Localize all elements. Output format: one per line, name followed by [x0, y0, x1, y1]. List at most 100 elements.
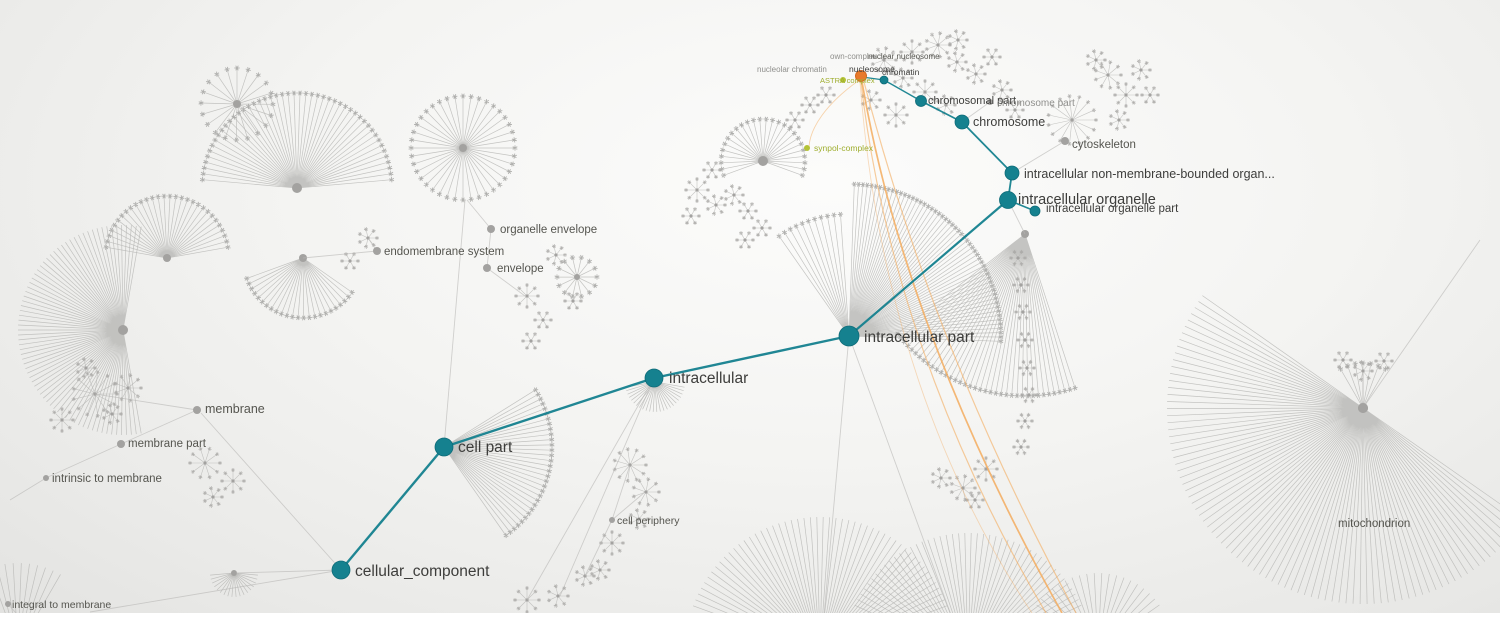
leaf-burst [1005, 101, 1025, 119]
organelle-envelope-node[interactable] [487, 225, 495, 233]
label-cell-part[interactable]: cell part [458, 439, 513, 456]
leaf-burst [870, 46, 898, 74]
cytoskeleton-node[interactable] [1061, 137, 1069, 145]
gray-edge [611, 491, 646, 521]
chromosome-part-node[interactable] [987, 99, 993, 105]
integral-to-membrane-node[interactable] [5, 601, 11, 607]
selected-path-edge [961, 121, 1013, 174]
label-cellular-component[interactable]: cellular_component [355, 563, 490, 580]
label-organelle-envelope[interactable]: organelle envelope [500, 224, 597, 236]
label-chromosomal-part[interactable]: chromosomal part [928, 95, 1016, 107]
leaf-burst [973, 456, 999, 482]
chromosome-node[interactable] [954, 114, 970, 130]
leaf-burst [513, 586, 541, 614]
label-intracellular-organelle[interactable]: intracellular organelle [1018, 192, 1156, 208]
envelope-node[interactable] [483, 264, 491, 272]
leaf-burst [1018, 359, 1036, 377]
highlighted-orange-edge [859, 81, 1033, 614]
disc-topcenter-hub[interactable] [459, 144, 467, 152]
gray-edge [1362, 239, 1481, 409]
intracellular-node[interactable] [644, 368, 664, 388]
intrinsic-to-membrane-node[interactable] [43, 475, 49, 481]
leaf-burst [735, 231, 755, 249]
leaf-burst [883, 102, 909, 128]
membrane-node[interactable] [193, 406, 201, 414]
label-membrane[interactable]: membrane [205, 402, 265, 416]
fan-upleft-large [199, 90, 395, 193]
nucleosome-node[interactable] [855, 70, 867, 82]
label-endomembrane-system[interactable]: endomembrane system [384, 246, 504, 258]
label-intracellular-part[interactable]: intracellular part [864, 329, 975, 346]
highlighted-orange-edge [863, 81, 1077, 614]
leaf-burst [1012, 438, 1030, 456]
label-mitochondrion[interactable]: mitochondrion [1338, 518, 1410, 530]
fan-mid-down [244, 254, 355, 321]
leaf-burst [1016, 412, 1034, 430]
halfdisc-bottomleft-hub[interactable] [231, 570, 237, 576]
label-chromosome[interactable]: chromosome [973, 115, 1045, 129]
disc-bottom-2 [854, 532, 1082, 618]
leaf-burst [113, 373, 143, 403]
fan-cellpart [443, 387, 555, 539]
leaf-burst [860, 89, 882, 111]
leaf-burst [628, 508, 650, 530]
burst-575-hub[interactable] [574, 274, 580, 280]
membrane-part-node[interactable] [117, 440, 125, 448]
label-nuclear-nucleosome[interactable]: nuclear nucleosome [868, 52, 940, 61]
chromosomal-part-node[interactable] [915, 95, 927, 107]
label-chromosome-part[interactable]: chromosome part [997, 98, 1075, 109]
gray-edge [7, 603, 22, 618]
leaf-burst [681, 207, 701, 225]
teal-node-layer [331, 75, 1041, 580]
intracellular-part-node[interactable] [838, 325, 860, 347]
label-synpol-complex[interactable]: synpol-complex [814, 143, 874, 153]
leaf-burst [1009, 249, 1027, 267]
leaf-burst [705, 194, 727, 216]
endomembrane-system-node[interactable] [373, 247, 381, 255]
leaf-burst [589, 559, 611, 581]
gray-edge [302, 250, 378, 259]
leaf-burst [1016, 331, 1034, 349]
intracellular-organelle-node[interactable] [999, 191, 1017, 209]
disc-left-large-hub[interactable] [118, 325, 128, 335]
label-intracellular-organelle-part[interactable]: intracellular organelle part [1046, 203, 1179, 215]
chromatin-node[interactable] [879, 75, 889, 85]
leaf-burst [1093, 60, 1123, 90]
label-nucleosome[interactable]: nucleosome [849, 64, 895, 74]
fan-organelle-part [894, 230, 1078, 399]
label-cytoskeleton[interactable]: cytoskeleton [1072, 139, 1136, 151]
label-integral-to-membrane[interactable]: integral to membrane [12, 599, 111, 611]
fan-upleft-large-hub[interactable] [292, 183, 302, 193]
label-intrinsic-to-membrane[interactable]: intrinsic to membrane [52, 473, 162, 485]
intracellular-organelle-part-node[interactable] [1029, 205, 1041, 217]
burst-763 [718, 116, 808, 178]
cell-part-node[interactable] [434, 437, 454, 457]
intracellular-nmb-organelle-node[interactable] [1004, 165, 1020, 181]
label-astra-complex[interactable]: ASTRA complex [820, 76, 875, 85]
fan-left-mid-hub[interactable] [163, 254, 171, 262]
label-envelope[interactable]: envelope [497, 263, 544, 275]
burst-763-hub[interactable] [758, 156, 768, 166]
label-own-complex[interactable]: own-complex [830, 52, 877, 61]
burst-topleft-hub[interactable] [233, 100, 241, 108]
label-chromatin[interactable]: chromatin [882, 67, 920, 77]
cell-periphery-node[interactable] [609, 517, 615, 523]
astra-complex-node[interactable] [840, 77, 846, 83]
label-intracellular[interactable]: intracellular [669, 370, 748, 387]
label-intracellular-nmb-organelle[interactable]: intracellular non-membrane-bounded organ… [1024, 167, 1275, 181]
gray-edge [848, 335, 953, 618]
label-cell-periphery[interactable]: cell periphery [617, 515, 680, 527]
label-membrane-part[interactable]: membrane part [128, 438, 207, 450]
leaf-burst [188, 446, 222, 480]
leaf-burst [946, 51, 968, 73]
label-nucleolar-chromatin[interactable]: nucleolar chromatin [757, 65, 827, 74]
burst-575 [554, 254, 600, 300]
mitochondrion-node[interactable] [1358, 403, 1368, 413]
gray-edge [559, 377, 655, 597]
cellular-component-node[interactable] [331, 560, 351, 580]
leaf-burst [75, 357, 97, 379]
leaf-burst [816, 86, 836, 104]
synpol-complex-node[interactable] [804, 145, 810, 151]
